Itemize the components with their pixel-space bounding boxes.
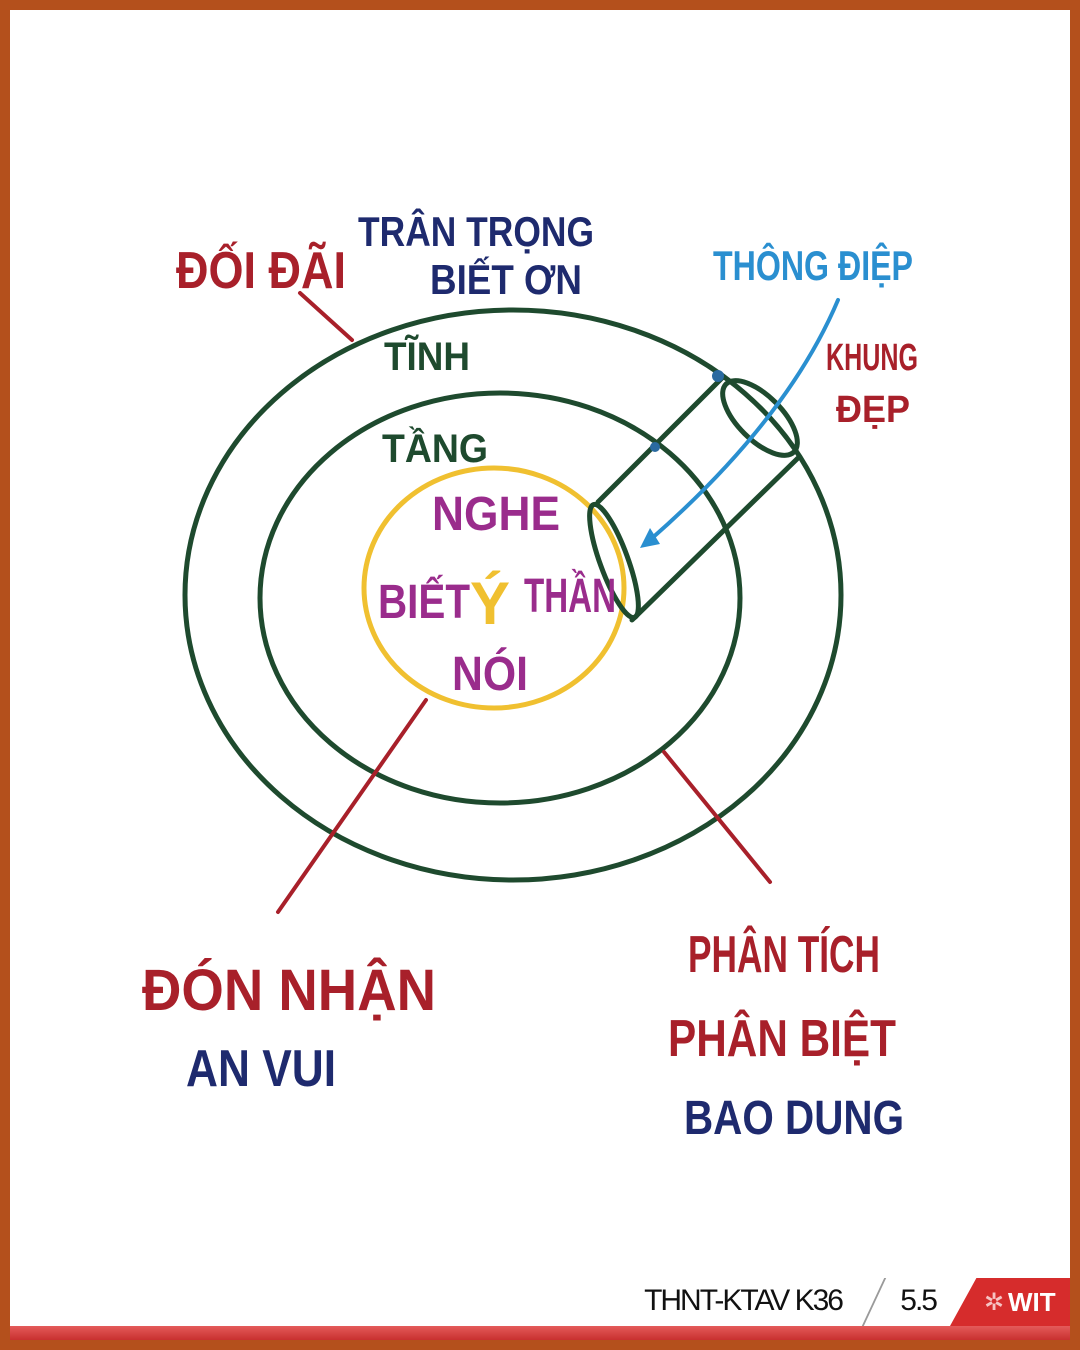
label-phan-tich: PHÂN TÍCH [688,925,880,984]
label-doi-dai: ĐỐI ĐÃI [176,241,346,300]
label-an-vui: AN VUI [186,1040,336,1098]
message-channel [587,375,801,623]
middle-circle [257,390,743,806]
label-thong-diep: THÔNG ĐIỆP [713,241,913,289]
outer-circle [182,307,844,883]
logo-text: WIT [1008,1287,1056,1317]
label-tang: TẦNG [382,425,488,471]
inner-circle [361,465,627,711]
arrow-head [640,528,660,548]
gear-icon: ✲ [984,1289,1005,1316]
label-phan-biet: PHÂN BIỆT [668,1009,896,1068]
wit-logo: ✲ WIT [950,1278,1070,1326]
label-than: THẦN [524,569,616,623]
label-noi: NÓI [452,646,528,701]
course-code: THNT-KTAV K36 [644,1284,844,1317]
channel-dot [650,442,660,452]
label-khung: KHUNG [826,337,918,379]
pointer-phan-tich [662,750,772,884]
label-tran-trong: TRÂN TRỌNG [358,207,594,255]
pointer-don-nhan [276,698,428,914]
label-biet-on: BIẾT ƠN [430,256,582,303]
label-bao-dung: BAO DUNG [684,1092,904,1145]
footer-divider [861,1278,887,1326]
channel-dot [712,370,724,382]
label-don-nhan: ĐÓN NHẬN [142,958,436,1023]
pointer-doi-dai [298,291,354,342]
slide-footer: THNT-KTAV K36 5.5 ✲ WIT [10,1276,1070,1340]
label-dep: ĐẸP [836,389,910,431]
label-biet: BIẾT [378,575,470,629]
footer-stripe [10,1326,1070,1340]
label-y: Ý [470,570,510,637]
page-number: 5.5 [900,1284,938,1317]
message-arrow [648,298,840,542]
label-nghe: NGHE [432,488,560,541]
label-tinh: TĨNH [384,333,470,379]
